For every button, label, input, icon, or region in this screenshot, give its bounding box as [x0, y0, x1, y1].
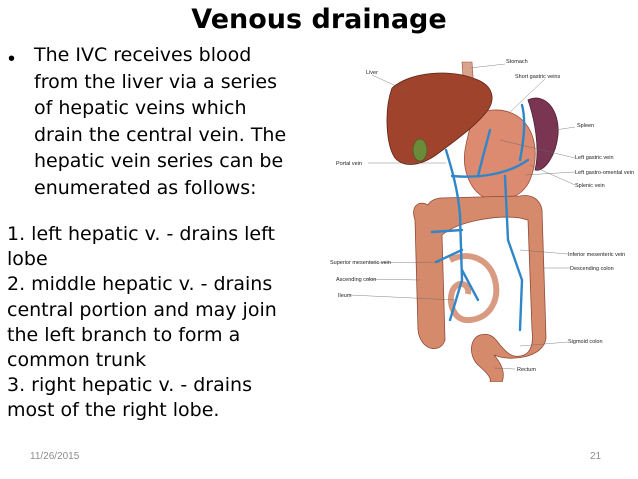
label-superior-mesenteric-vein: Superior mesenteric vein: [330, 260, 391, 266]
label-sigmoid-colon: Sigmoid colon: [568, 339, 603, 345]
bullet-line: drain the central vein. The: [34, 123, 287, 146]
hepatic-vein-list: 1. left hepatic v. - drains left lobe 2.…: [7, 222, 327, 424]
label-left-gastric-vein: Left gastric vein: [575, 155, 614, 161]
label-descending-colon: Descending colon: [570, 266, 614, 272]
label-rectum: Rectum: [517, 367, 536, 373]
bullet-line: The IVC receives blood: [34, 44, 252, 66]
list-line: 3. right hepatic v. - drains: [7, 374, 252, 397]
bullet-paragraph: The IVC receives blood from the liver vi…: [34, 42, 324, 201]
list-line: most of the right lobe.: [7, 399, 220, 422]
label-liver: Liver: [366, 70, 378, 76]
bullet-line: from the liver via a series: [34, 70, 277, 93]
bullet-line: enumerated as follows:: [34, 176, 257, 199]
label-leader-lines: [349, 63, 546, 301]
bullet-dot-icon: •: [8, 48, 16, 70]
list-line: common trunk: [7, 349, 147, 372]
vein-network: [430, 103, 530, 332]
label-ileum: Ileum: [338, 293, 352, 299]
list-line: the left branch to form a: [7, 323, 241, 346]
label-inferior-mesenteric-vein: Inferior mesenteric vein: [568, 252, 625, 258]
gallbladder-shape: [412, 138, 428, 162]
portal-venous-system-illustration: Liver Stomach Short gastric veins Spleen…: [330, 59, 634, 382]
footer-date: 11/26/2015: [30, 451, 80, 462]
slide-title: Venous drainage: [191, 4, 447, 35]
liver-shape: [386, 72, 493, 165]
list-line: central portion and may join: [7, 298, 277, 321]
ileum-shape: [448, 253, 500, 324]
label-short-gastric-veins: Short gastric veins: [515, 74, 560, 80]
list-line: 2. middle hepatic v. - drains: [7, 273, 273, 296]
list-line: 1. left hepatic v. - drains left: [7, 223, 275, 245]
label-left-gastro-omental-vein: Left gastro-omental vein: [575, 170, 634, 176]
bullet-line: hepatic vein series can be: [34, 150, 284, 172]
label-portal-vein: Portal vein: [336, 161, 362, 167]
footer-page-number: 21: [590, 451, 602, 462]
colon-shape: [413, 195, 547, 382]
label-spleen: Spleen: [577, 123, 594, 129]
bullet-line: of hepatic veins which: [34, 97, 247, 119]
label-ascending-colon: Ascending colon: [336, 277, 376, 283]
list-line: lobe: [7, 248, 48, 271]
label-stomach: Stomach: [506, 59, 528, 65]
label-splenic-vein: Splenic vein: [575, 183, 605, 189]
right-leader-lines: [493, 126, 576, 370]
